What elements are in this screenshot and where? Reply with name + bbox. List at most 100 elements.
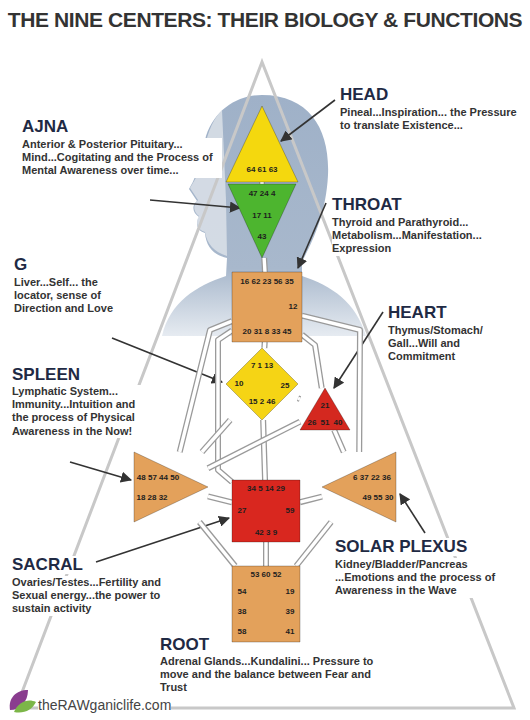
gate-number: 40 [334,419,343,427]
leader-arrow [70,462,131,480]
channel [334,430,344,452]
channel-outline [263,542,269,566]
center-description: Kidney/Bladder/Pancreas ...Emotions and … [335,558,520,598]
center-description: Liver...Self... the locator, sense of Di… [14,276,129,316]
gate-number: 19 [286,588,295,596]
gate-number: 53 60 52 [250,571,281,579]
channel [302,335,322,388]
gate-number: 54 [238,588,247,596]
gate-number: 39 [286,608,295,616]
gate-number: 64 61 63 [246,166,277,174]
channel [263,420,265,480]
center-description: Pineal...Inspiration... the Pressure to … [340,106,520,132]
channel-outline [298,395,300,402]
channel [199,522,235,566]
gate-number: 48 57 44 50 [137,474,179,482]
leader-arrow [298,203,326,268]
gate-number: 43 [258,233,267,241]
channel [264,342,265,348]
leader-arrow [400,494,425,533]
center-heading: G [14,256,27,274]
gate-number: 21 [321,402,330,410]
energy-center: 7 1 13 10 25 15 2 46 [226,348,298,420]
gate-number: 25 [281,382,290,390]
channel [298,398,300,400]
watermark: theRAWganiclife.com [38,698,171,713]
leader-arrow [281,100,335,141]
gate-number: 15 2 46 [249,398,276,406]
channel [296,522,331,566]
center-outline [322,452,396,522]
center-outline [134,452,208,522]
channel-outline [334,430,344,452]
center-heading: THROAT [332,196,402,214]
center-heading: SACRAL [12,556,83,574]
gate-number: 38 [238,608,247,616]
channel-fill [263,342,267,348]
channel-outline [302,335,322,388]
leaf-logo [10,690,36,713]
gate-number: 51 [321,419,330,427]
channel-fill [208,496,232,502]
center-heading: SOLAR PLEXUS [335,538,467,556]
energy-center: 48 57 44 50 18 28 32 [134,452,208,522]
channel-outline [263,420,265,480]
channel-outline [208,496,232,502]
center-description: Ovaries/Testes...Fertility and Sexual en… [12,576,182,616]
center-heading: HEART [388,304,447,322]
energy-center: 53 60 52541938395841 [232,566,300,642]
channel-outline [302,316,360,452]
channel-fill [199,522,235,566]
channel-outline [261,258,268,272]
center-outline [300,388,350,430]
channel-outline [296,522,331,566]
channel [264,258,266,272]
channel-fill [334,430,344,452]
gate-number: 12 [289,303,298,311]
center-outline [226,106,298,182]
gate-number: 34 5 14 29 [247,485,285,493]
channel-fill [300,497,322,503]
center-heading: HEAD [340,86,388,104]
gate-number: 7 1 13 [251,362,273,370]
title-bar: THE NINE CENTERS: THEIR BIOLOGY & FUNCTI… [0,8,530,32]
channel [300,497,322,503]
channel [208,422,300,469]
center-description: Lymphatic System... Immunity...Intuition… [12,385,142,438]
center-description: Adrenal Glands...Kundalini... Pressure t… [160,655,390,695]
energy-center: 21 26 51 40 [300,388,350,430]
channel [202,420,230,452]
gate-number: 27 [238,507,247,515]
channel-fill [262,258,266,272]
energy-center: 6 37 22 3649 55 30 [322,452,396,522]
gate-number: 58 [238,628,247,636]
center-outline [232,272,302,342]
leaf [14,700,36,712]
gate-number: 59 [286,507,295,515]
channel-fill [302,316,360,452]
channel [180,321,232,452]
channel-outline [208,422,300,469]
channel [266,542,267,566]
center-heading: AJNA [22,118,68,136]
channel-fill [208,422,300,469]
gate-number: 26 [308,419,317,427]
gate-number: 47 24 4 [249,190,276,198]
page-title: THE NINE CENTERS: THEIR BIOLOGY & FUNCTI… [8,8,522,32]
center-outline [226,348,298,420]
center-shape [322,452,396,522]
gate-number: 10 [235,380,244,388]
leader-arrow [150,200,240,208]
gate-number: 16 62 23 56 35 [240,278,293,286]
center-heading: ROOT [160,636,209,654]
gate-number: 6 37 22 36 [353,474,391,482]
center-heading: SPLEEN [12,366,80,384]
gate-number: 18 28 32 [136,494,167,502]
channel-outline [199,522,235,566]
gate-number: 20 31 8 33 45 [243,328,292,336]
channel-outline [261,342,267,348]
channel-fill [263,420,265,480]
center-outline [228,184,296,258]
